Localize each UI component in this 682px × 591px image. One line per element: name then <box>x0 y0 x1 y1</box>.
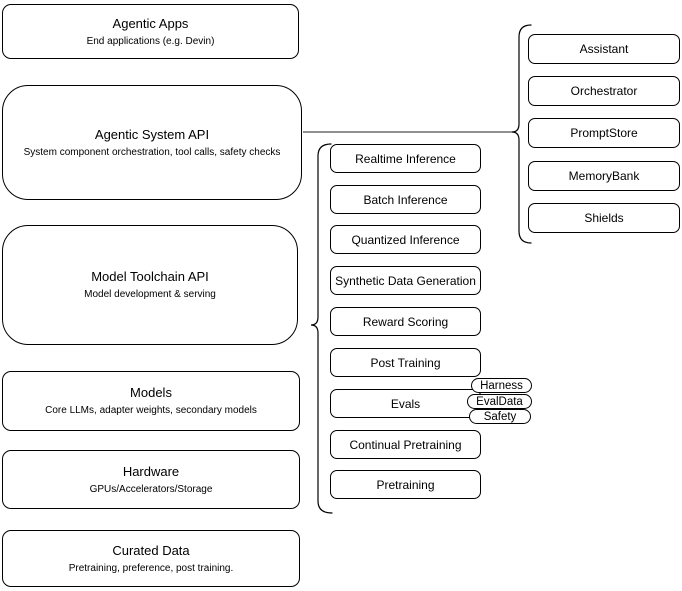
node-title: Hardware <box>122 463 180 479</box>
node-agentic-system-api: Agentic System API System component orch… <box>2 85 302 200</box>
node-realtime-inference: Realtime Inference <box>330 144 481 173</box>
node-synthetic-data-generation: Synthetic Data Generation <box>330 266 481 295</box>
node-subtitle: GPUs/Accelerators/Storage <box>89 483 213 495</box>
node-quantized-inference: Quantized Inference <box>330 225 481 254</box>
node-subtitle: Model development & serving <box>84 289 216 300</box>
node-shields: Shields <box>528 203 680 233</box>
node-hardware: Hardware GPUs/Accelerators/Storage <box>2 450 300 509</box>
node-batch-inference: Batch Inference <box>330 185 481 214</box>
node-promptstore: PromptStore <box>528 118 680 148</box>
node-title: Models <box>130 385 172 400</box>
node-title: Model Toolchain API <box>91 269 209 284</box>
node-assistant: Assistant <box>528 34 680 64</box>
node-pretraining: Pretraining <box>330 470 481 499</box>
node-title: Agentic System API <box>94 126 210 142</box>
node-agentic-apps: Agentic Apps End applications (e.g. Devi… <box>2 4 299 59</box>
toolchain-group-brace <box>310 143 333 514</box>
node-orchestrator: Orchestrator <box>528 76 680 106</box>
node-models: Models Core LLMs, adapter weights, secon… <box>2 371 300 431</box>
tag-harness: Harness <box>471 378 532 393</box>
node-title: Curated Data <box>112 542 190 558</box>
tag-safety: Safety <box>469 409 531 424</box>
node-memorybank: MemoryBank <box>528 161 680 191</box>
node-evals: Evals <box>330 389 481 418</box>
node-reward-scoring: Reward Scoring <box>330 307 481 336</box>
node-model-toolchain-api: Model Toolchain API Model development & … <box>2 225 298 345</box>
node-continual-pretraining: Continual Pretraining <box>330 430 481 459</box>
node-subtitle: System component orchestration, tool cal… <box>23 146 281 158</box>
node-post-training: Post Training <box>330 348 481 377</box>
node-subtitle: Pretraining, preference, post training. <box>68 562 234 574</box>
node-subtitle: Core LLMs, adapter weights, secondary mo… <box>45 405 257 416</box>
node-title: Agentic Apps <box>112 15 189 31</box>
node-subtitle: End applications (e.g. Devin) <box>86 35 215 47</box>
node-curated-data: Curated Data Pretraining, preference, po… <box>2 530 300 587</box>
tag-evaldata: EvalData <box>467 394 532 409</box>
